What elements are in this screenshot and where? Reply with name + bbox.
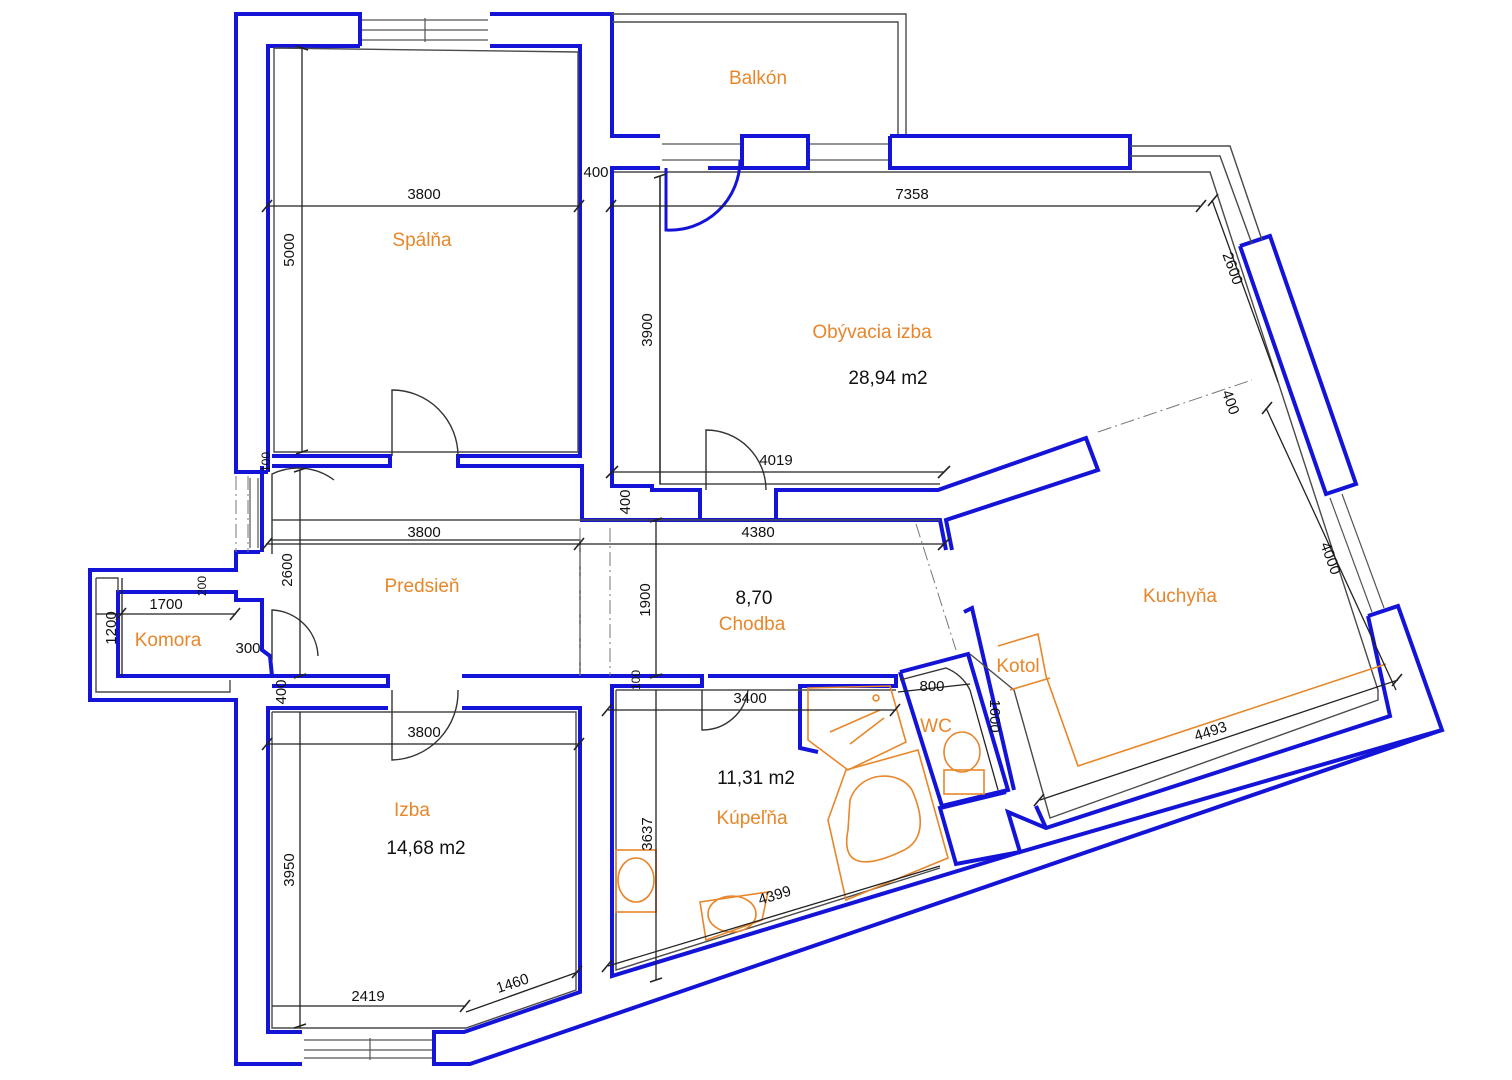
dim-obyvacia-width: 7358 bbox=[895, 186, 928, 203]
toilet bbox=[943, 769, 985, 795]
dim-chodba-height: 1900 bbox=[637, 583, 654, 616]
label-izba-area: 14,68 m2 bbox=[386, 838, 465, 859]
dim-komora-200: 200 bbox=[195, 576, 209, 596]
doors bbox=[271, 159, 971, 761]
dim-izba-bottom: 2419 bbox=[351, 988, 384, 1005]
windows bbox=[249, 18, 1385, 1060]
dimension-lines bbox=[96, 48, 1399, 1028]
dim-kuchyna-width: 4493 bbox=[1192, 718, 1229, 744]
label-balkon: Balkón bbox=[729, 68, 787, 89]
label-chodba: Chodba bbox=[719, 614, 786, 635]
dim-kupelna-width: 3400 bbox=[733, 690, 766, 707]
kitchen-counter bbox=[997, 632, 1387, 768]
label-predsien: Predsieň bbox=[385, 576, 460, 597]
label-kupelna-area: 11,31 m2 bbox=[717, 768, 795, 789]
dimension-ticks bbox=[115, 45, 1403, 1029]
room-labels: Balkón Spálňa Obývacia izba 28,94 m2 Pre… bbox=[135, 68, 1218, 859]
dim-wall-100: 100 bbox=[259, 452, 273, 472]
dim-kupelna-height: 3637 bbox=[639, 817, 656, 850]
dim-chodba-width: 4380 bbox=[741, 524, 774, 541]
dim-wc-width: 800 bbox=[919, 678, 944, 695]
shower bbox=[807, 685, 907, 771]
label-kuchyna: Kuchyňa bbox=[1143, 586, 1217, 607]
label-kupelna: Kúpeľňa bbox=[716, 808, 787, 829]
label-spalna: Spálňa bbox=[392, 230, 452, 251]
dim-wc-height: 1600 bbox=[986, 699, 1003, 732]
dim-wall-400-izba: 400 bbox=[273, 679, 290, 704]
sink-bottom bbox=[699, 891, 770, 942]
dim-spalna-height: 5000 bbox=[281, 233, 298, 266]
label-izba: Izba bbox=[394, 800, 430, 821]
label-obyvacia-area: 28,94 m2 bbox=[848, 368, 927, 389]
label-komora: Komora bbox=[135, 630, 202, 651]
label-wc: WC bbox=[920, 716, 952, 737]
dim-izba-width: 3800 bbox=[407, 724, 440, 741]
dim-spalna-width: 3800 bbox=[407, 186, 440, 203]
dashdot-lines bbox=[235, 379, 1253, 676]
fixtures bbox=[615, 632, 1387, 942]
dim-kuchyna-height: 4000 bbox=[1317, 540, 1344, 577]
dimension-labels: 3800 5000 400 7358 3900 2600 400 4019 10… bbox=[103, 164, 1344, 1005]
dim-izba-diag: 1460 bbox=[494, 970, 531, 996]
label-obyvacia: Obývacia izba bbox=[812, 322, 932, 343]
dim-komora-width: 1700 bbox=[149, 596, 182, 613]
dim-izba-height: 3950 bbox=[281, 853, 298, 886]
dim-obyvacia-diag-400: 400 bbox=[1218, 388, 1243, 417]
dim-door-300: 300 bbox=[235, 640, 260, 657]
inner-lines bbox=[95, 13, 1379, 1029]
dim-kupelna-diag: 4399 bbox=[756, 883, 793, 909]
dim-wall-400-top: 400 bbox=[583, 164, 608, 181]
dim-komora-height: 1200 bbox=[103, 611, 120, 644]
dim-wall-400-mid: 400 bbox=[617, 489, 634, 514]
dim-predsien-height: 2600 bbox=[279, 553, 296, 586]
label-kotol: Kotol bbox=[996, 656, 1039, 677]
dim-wall-100-kup: 100 bbox=[629, 670, 643, 690]
dim-obyvacia-height: 3900 bbox=[639, 313, 656, 346]
dim-predsien-width: 3800 bbox=[407, 524, 440, 541]
dim-obyvacia-bottom: 4019 bbox=[759, 452, 792, 469]
label-chodba-area: 8,70 bbox=[736, 588, 773, 609]
